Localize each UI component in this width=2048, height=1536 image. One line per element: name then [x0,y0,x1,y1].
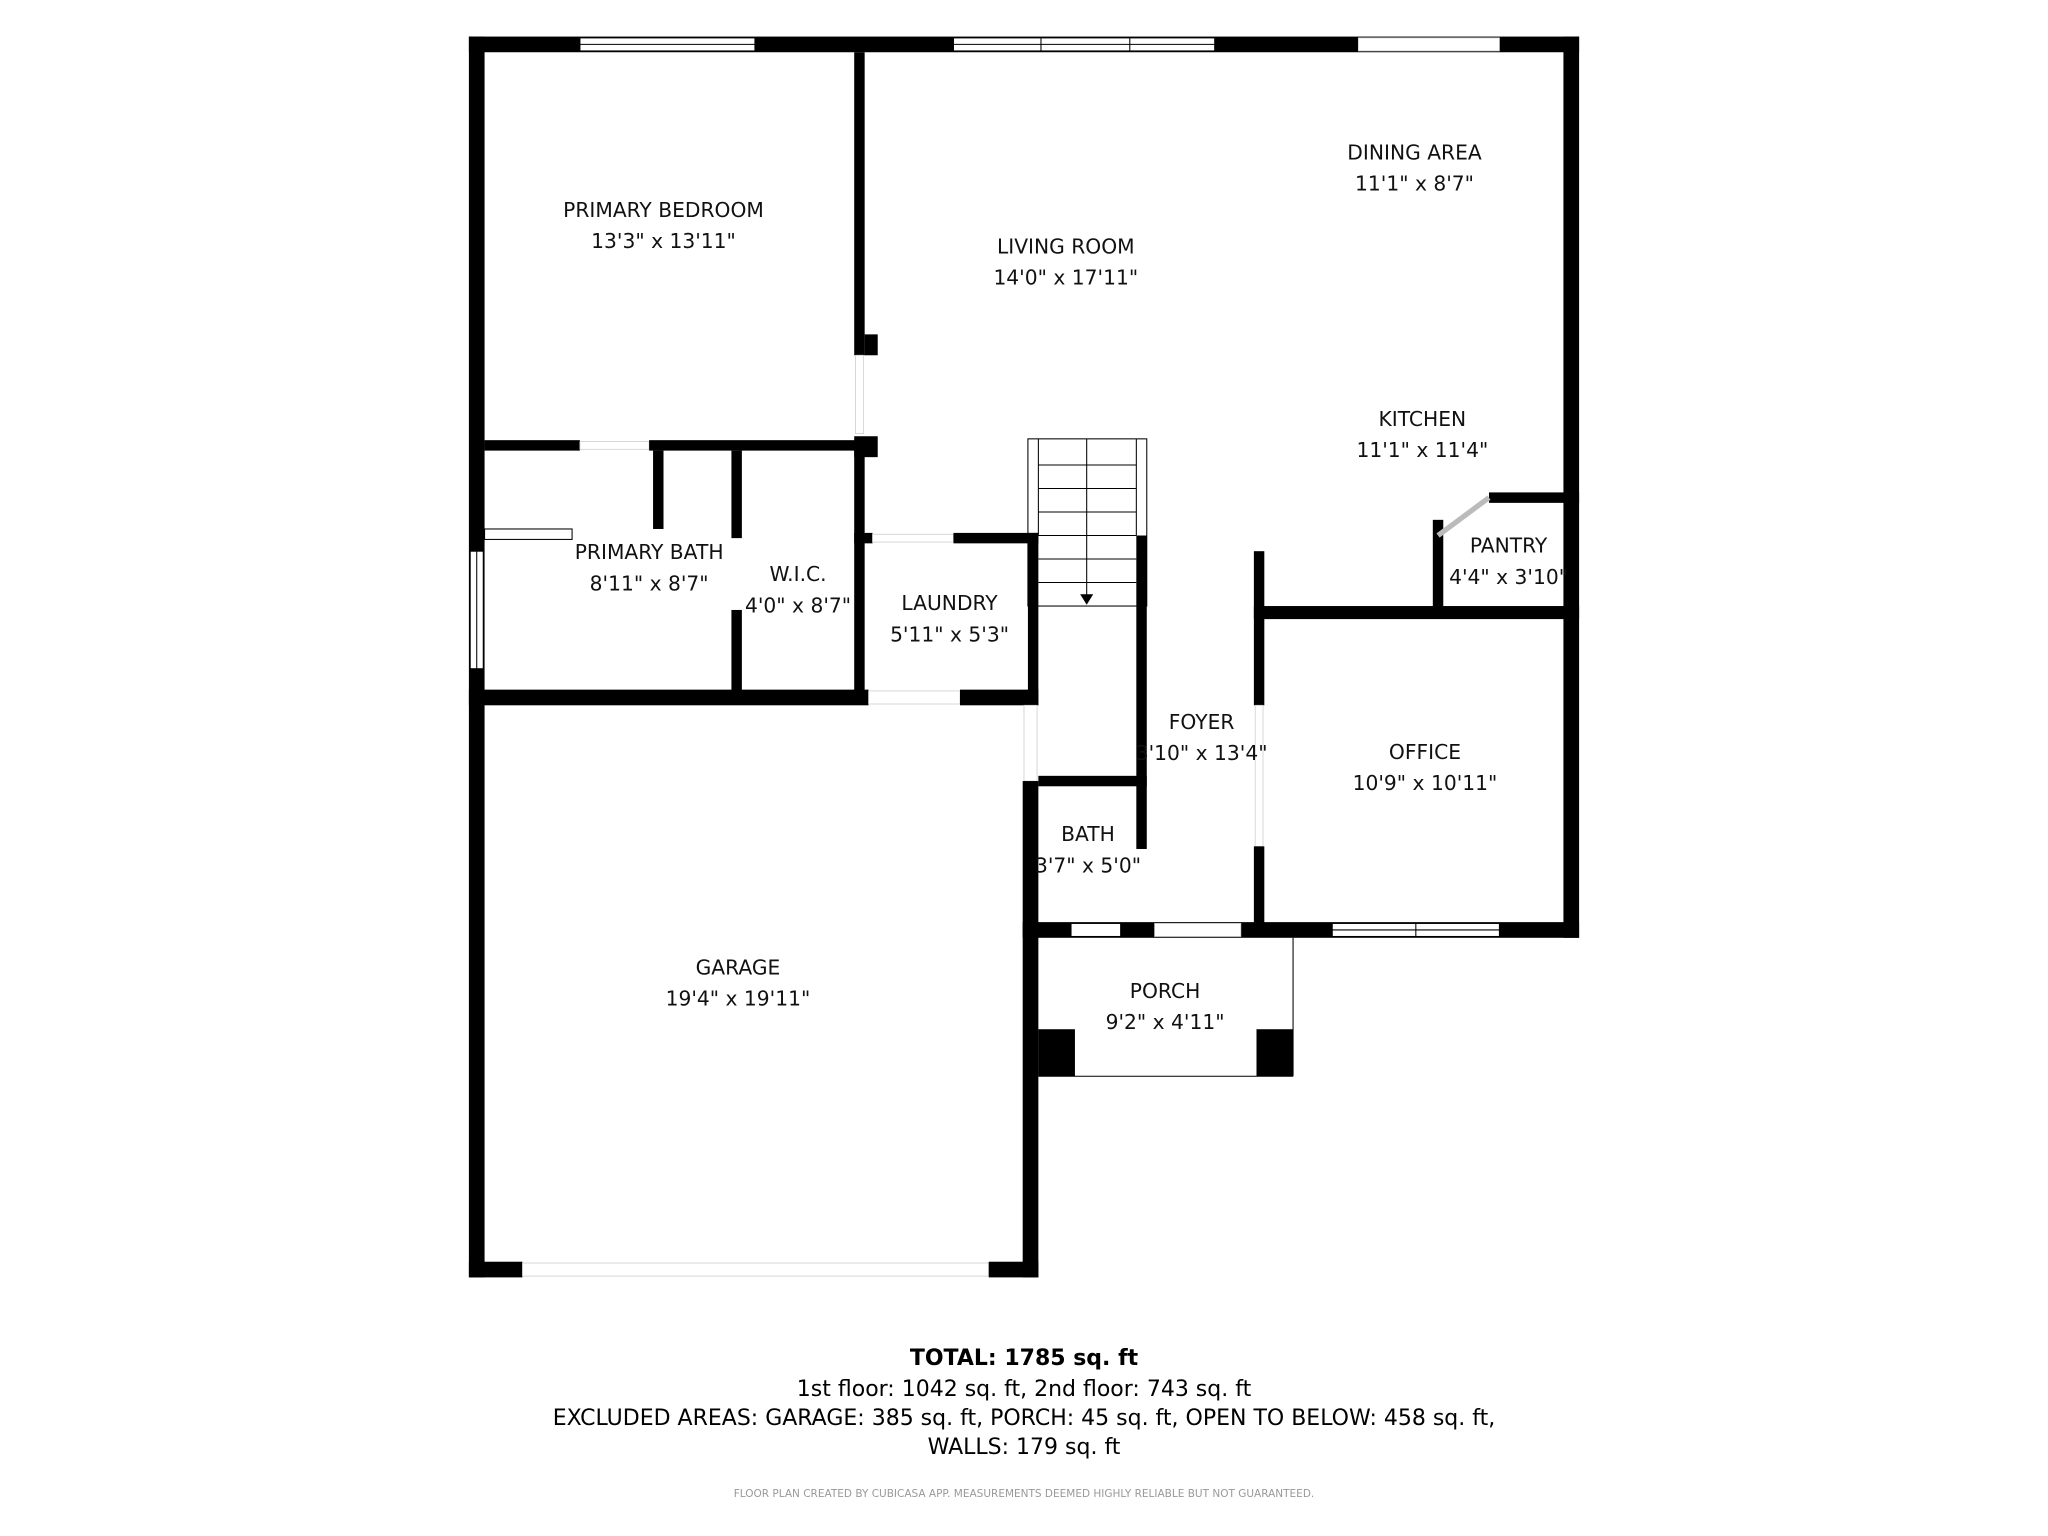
dining-area-dims: 11'1" x 8'7" [1355,172,1474,196]
porch-dims: 9'2" x 4'11" [1106,1010,1225,1034]
room-labels: PRIMARY BEDROOM 13'3" x 13'11" LIVING RO… [563,140,1568,1034]
foyer-dims: 3'10" x 13'4" [1136,741,1268,765]
total-area: TOTAL: 1785 sq. ft [909,1346,1139,1371]
garage-door [522,1262,990,1277]
living-room-name: LIVING ROOM [997,234,1135,258]
bath-name: BATH [1061,822,1115,846]
opening [1357,37,1500,52]
porch-name: PORCH [1130,979,1201,1003]
staircase [1027,438,1148,607]
laundry-name: LAUNDRY [901,591,998,615]
garage-dims: 19'4" x 19'11" [666,987,811,1011]
stair-direction-arrow-icon [1080,594,1094,605]
pantry-dims: 4'4" x 3'10" [1449,565,1568,589]
living-room-dims: 14'0" x 17'11" [993,266,1138,290]
foyer-name: FOYER [1169,710,1235,734]
kitchen-dims: 11'1" x 11'4" [1356,438,1488,462]
wic-name: W.I.C. [770,562,827,586]
walls-area: WALLS: 179 sq. ft [927,1435,1121,1460]
wic-dims: 4'0" x 8'7" [745,594,851,618]
dining-area-name: DINING AREA [1347,140,1482,164]
primary-bath-dims: 8'11" x 8'7" [590,571,709,595]
credit-note: FLOOR PLAN CREATED BY CUBICASA APP. MEAS… [733,1488,1315,1500]
office-dims: 10'9" x 10'11" [1353,771,1498,795]
primary-bedroom-name: PRIMARY BEDROOM [563,198,764,222]
garage-name: GARAGE [696,955,781,979]
laundry-dims: 5'11" x 5'3" [890,622,1009,646]
window [1070,922,1122,938]
kitchen-name: KITCHEN [1379,407,1467,431]
porch-outline [1038,937,1294,1077]
office-name: OFFICE [1389,740,1461,764]
walls [468,36,1580,1278]
bath-dims: 3'7" x 5'0" [1035,853,1141,877]
primary-bedroom-dims: 13'3" x 13'11" [591,229,736,253]
excluded-areas: EXCLUDED AREAS: GARAGE: 385 sq. ft, PORC… [552,1406,1496,1431]
front-door [1154,923,1242,937]
pantry-name: PANTRY [1470,533,1548,557]
primary-bath-name: PRIMARY BATH [575,540,724,564]
floor-areas: 1st floor: 1042 sq. ft, 2nd floor: 743 s… [796,1377,1252,1402]
